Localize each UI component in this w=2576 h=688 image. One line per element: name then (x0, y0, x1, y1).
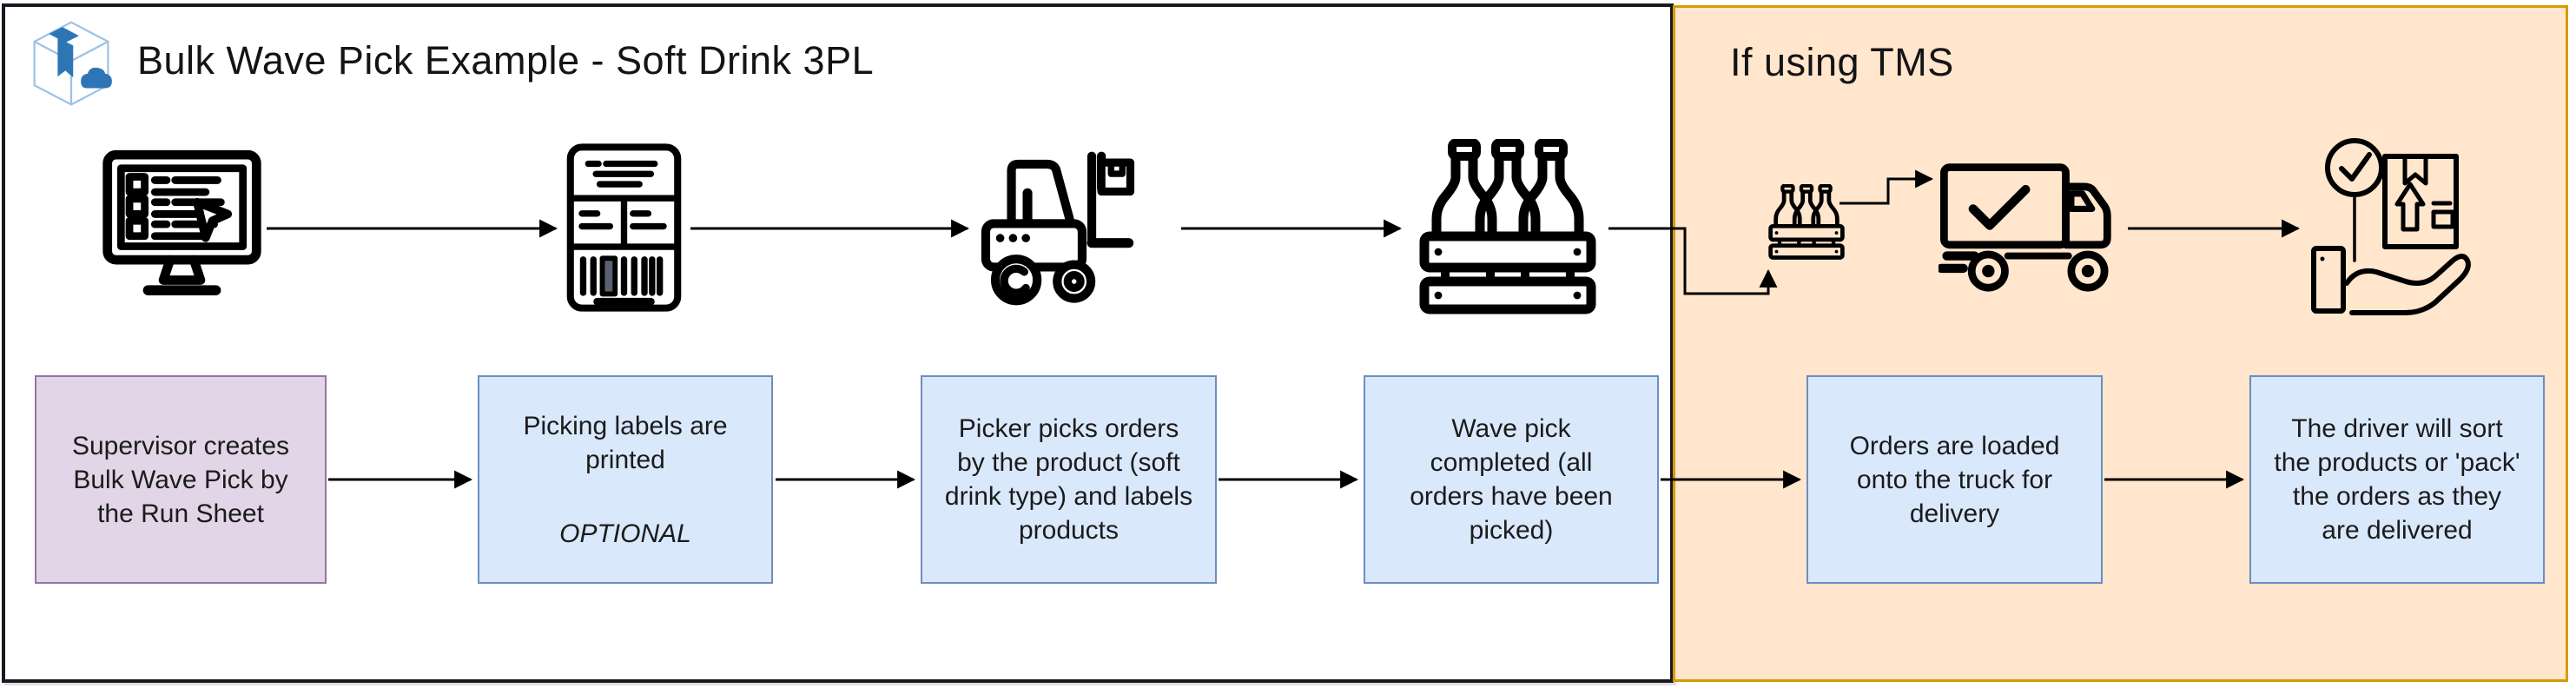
step-driver-sorts: The driver will sort the products or 'pa… (2249, 375, 2545, 584)
step-text: Picker picks orders by the product (soft… (944, 414, 1193, 545)
step-pick-by-product: Picker picks orders by the product (soft… (921, 375, 1217, 584)
small-bottle-crate-icon (1768, 184, 1845, 260)
step-text: Supervisor creates Bulk Wave Pick by the… (71, 431, 290, 528)
diagram-title: Bulk Wave Pick Example - Soft Drink 3PL (137, 38, 875, 83)
hand-package-delivery-icon (2311, 138, 2471, 315)
step-text: The driver will sort the products or 'pa… (2274, 414, 2520, 545)
step-wave-pick-completed: Wave pick completed (all orders have bee… (1364, 375, 1659, 584)
bottle-crate-icon (1419, 139, 1596, 314)
step-note-optional: OPTIONAL (559, 519, 691, 548)
delivery-truck-icon (1939, 163, 2111, 292)
step-text: Wave pick completed (all orders have bee… (1410, 414, 1613, 545)
step-create-wave-pick: Supervisor creates Bulk Wave Pick by the… (35, 375, 327, 584)
step-text: Picking labels are printed (523, 411, 728, 474)
step-load-truck: Orders are loaded onto the truck for del… (1807, 375, 2103, 584)
computer-checklist-icon (102, 149, 261, 296)
step-print-labels: Picking labels are printed OPTIONAL (478, 375, 773, 584)
forklift-icon (981, 151, 1135, 306)
step-text: Orders are loaded onto the truck for del… (1849, 431, 2060, 528)
cartoncloud-box-logo-icon (33, 21, 112, 106)
picking-label-icon (566, 143, 682, 312)
tms-zone-label: If using TMS (1730, 40, 1954, 84)
